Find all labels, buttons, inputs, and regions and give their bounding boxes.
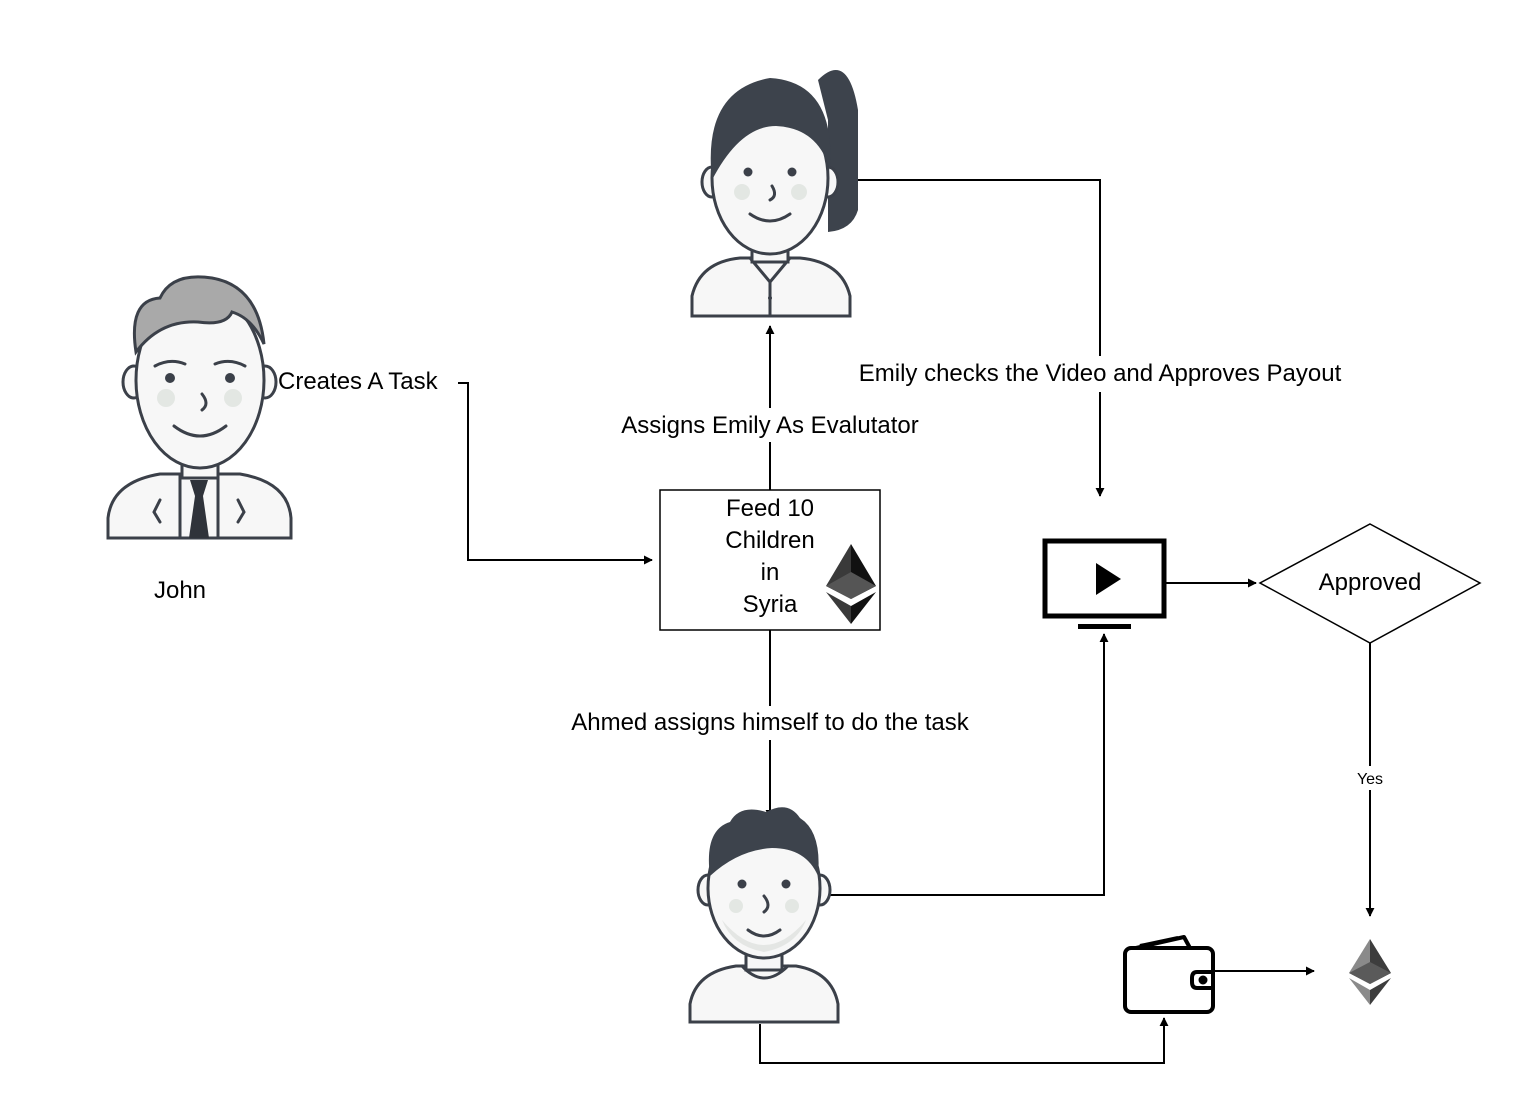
svg-text:Yes: Yes xyxy=(1357,771,1383,788)
woman-avatar xyxy=(690,70,858,318)
svg-text:Ahmed assigns himself to do th: Ahmed assigns himself to do the task xyxy=(571,709,970,736)
ethereum-icon xyxy=(826,544,876,624)
task-line-4: Syria xyxy=(743,591,798,618)
decision-approved: Approved xyxy=(1258,523,1482,644)
man-avatar xyxy=(688,807,840,1024)
actor-name-john: John xyxy=(154,577,206,604)
edge-ahmed-to-wallet xyxy=(759,1017,1169,1064)
edge-john-to-task xyxy=(458,382,653,565)
task-node: Feed 10 Children in Syria xyxy=(659,489,881,631)
task-line-1: Feed 10 xyxy=(726,495,814,522)
task-line-2: Children xyxy=(725,527,814,554)
label-assigns-evaluator: Assigns Emily As Evalutator xyxy=(600,408,940,442)
label-yes: Yes xyxy=(1350,766,1390,790)
video-monitor-icon xyxy=(1042,538,1167,629)
label-emily-checks: Emily checks the Video and Approves Payo… xyxy=(828,356,1372,392)
payout-ethereum-icon xyxy=(1318,920,1422,1024)
play-icon xyxy=(1096,563,1121,595)
svg-text:Assigns Emily As Evalutator: Assigns Emily As Evalutator xyxy=(621,412,918,439)
svg-text:Creates A Task: Creates A Task xyxy=(278,368,439,395)
wallet-icon xyxy=(1123,935,1215,1014)
businessman-avatar xyxy=(106,275,293,540)
edge-ahmed-to-video xyxy=(822,633,1109,896)
task-line-3: in xyxy=(761,559,780,586)
svg-text:Emily checks the Video and App: Emily checks the Video and Approves Payo… xyxy=(859,360,1342,387)
edge-emily-to-video xyxy=(858,179,1105,497)
label-creates-task: Creates A Task xyxy=(277,366,457,396)
svg-text:Approved: Approved xyxy=(1319,569,1422,596)
label-ahmed-assigns: Ahmed assigns himself to do the task xyxy=(545,706,995,740)
